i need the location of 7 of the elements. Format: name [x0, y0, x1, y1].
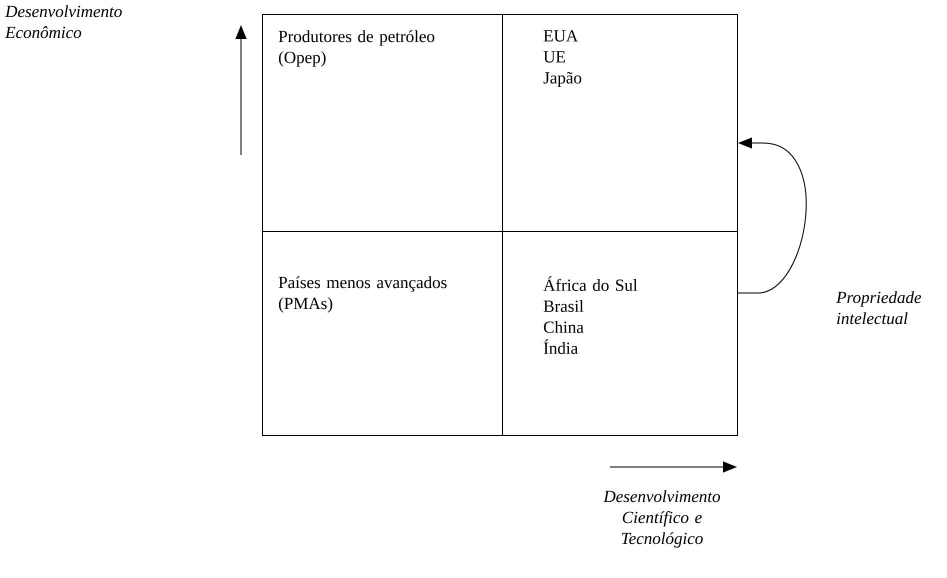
axis-label: Desenvolvimento Econômico — [5, 5, 122, 38]
edge-label: Propriedade intelectual — [836, 291, 922, 324]
axis-label: Desenvolvimento Científico e Tecnológico — [603, 490, 720, 548]
quadrant-box: EUA UE Japão — [502, 14, 738, 232]
quadrant-box: Produtores de petróleo (Opep) — [262, 14, 503, 232]
quadrant-box: África do Sul Brasil China Índia — [502, 231, 738, 436]
quadrant-box: Países menos avançados (PMAs) — [262, 231, 503, 436]
